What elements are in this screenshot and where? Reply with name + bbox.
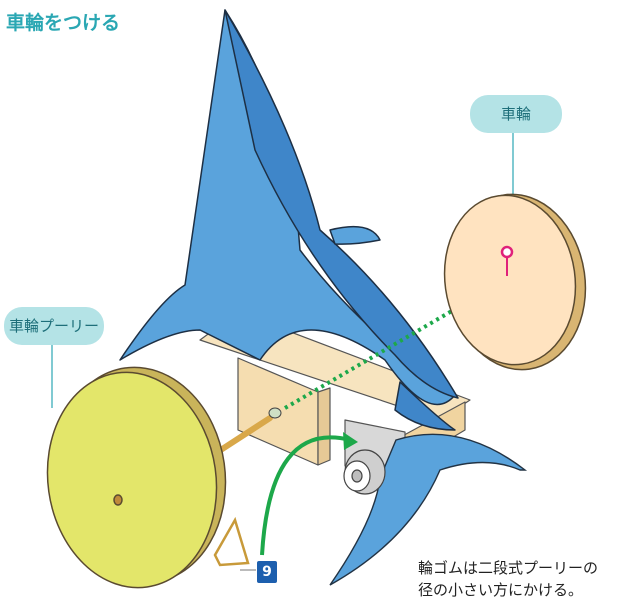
motor-pulley xyxy=(343,449,386,495)
axle-shaft xyxy=(210,415,273,458)
wheel-pulley-disc xyxy=(46,366,227,589)
shark-body xyxy=(119,9,459,431)
tail-fin xyxy=(329,433,528,586)
axle-bushing xyxy=(268,407,282,419)
step-badge: 9 xyxy=(257,561,277,583)
wheel-disc xyxy=(443,193,587,371)
wheel-hole-marker xyxy=(500,245,514,276)
instruction-note-line1: 輪ゴムは二段式プーリーの xyxy=(418,559,599,577)
instruction-note: 輪ゴムは二段式プーリーの 径の小さい方にかける。 xyxy=(418,557,598,601)
page-title: 車輪をつける xyxy=(6,12,121,34)
band-arrowhead xyxy=(343,432,358,450)
wheel-pulley-label: 車輪プーリー xyxy=(4,307,104,345)
rubber-band xyxy=(213,516,250,567)
instruction-note-line2: 径の小さい方にかける。 xyxy=(418,581,584,599)
band-direction-arrow xyxy=(260,435,351,556)
wheel-label: 車輪 xyxy=(470,95,562,133)
